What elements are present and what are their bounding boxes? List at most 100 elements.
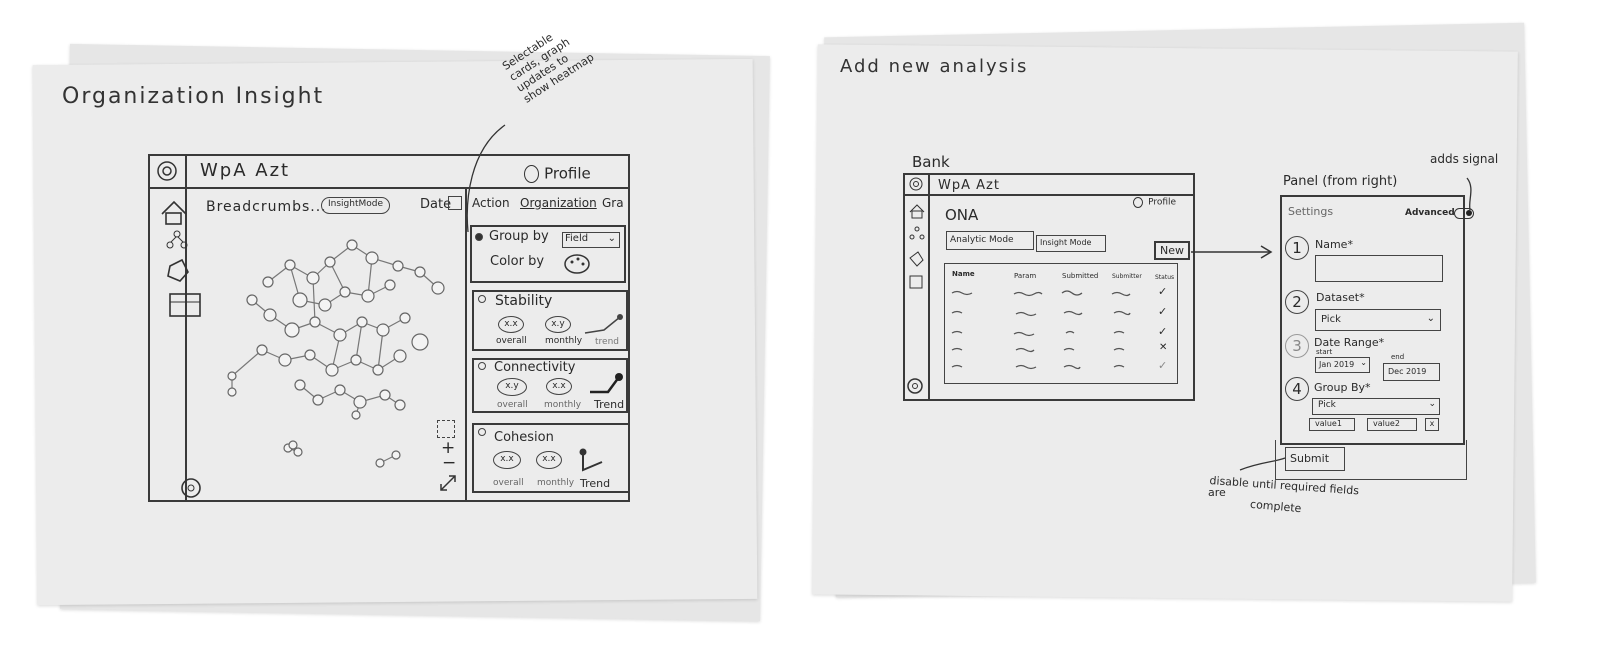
panel-icon bbox=[169, 293, 201, 317]
insight-mode-button[interactable]: InsightMode bbox=[321, 197, 391, 214]
step-number: 3 bbox=[1285, 334, 1309, 358]
analytic-mode-tab[interactable]: Analytic Mode bbox=[946, 231, 1034, 250]
end-label: end bbox=[1391, 353, 1405, 361]
dataset-value: Pick bbox=[1321, 314, 1341, 325]
settings-title: Settings bbox=[1288, 205, 1334, 218]
new-label: New bbox=[1160, 244, 1184, 257]
status-cell: ✓ bbox=[1158, 325, 1168, 338]
column-header-param[interactable]: Param bbox=[1014, 272, 1037, 280]
start-label: start bbox=[1316, 348, 1333, 356]
value-chip[interactable]: value1 bbox=[1309, 418, 1355, 431]
connectivity-card[interactable] bbox=[472, 358, 628, 413]
profile-label: Profile bbox=[1148, 197, 1177, 208]
monthly-value: x.y bbox=[545, 316, 571, 333]
submit-button[interactable]: Submit bbox=[1285, 447, 1345, 471]
tag-icon bbox=[909, 251, 924, 267]
zoom-in-button[interactable]: + bbox=[441, 438, 456, 458]
end-date-value: Dec 2019 bbox=[1388, 367, 1427, 376]
date-picker-icon[interactable] bbox=[448, 196, 462, 210]
step-number: 2 bbox=[1285, 290, 1309, 314]
tab-action[interactable]: Action bbox=[472, 196, 510, 210]
card-title: Connectivity bbox=[494, 360, 576, 375]
left-profile-button[interactable]: Profile bbox=[524, 163, 591, 183]
clear-chips-button[interactable]: x bbox=[1425, 418, 1439, 431]
trend-label: Trend bbox=[594, 398, 625, 411]
color-by-label: Color by bbox=[490, 254, 545, 269]
column-header-name[interactable]: Name bbox=[952, 270, 975, 278]
column-header-submitter[interactable]: Submitter bbox=[1112, 273, 1142, 280]
monthly-value: x.x bbox=[546, 378, 572, 395]
group-by-select[interactable]: Field ⌄ bbox=[562, 232, 620, 248]
spiral-logo-icon bbox=[909, 177, 923, 191]
card-radio[interactable] bbox=[478, 295, 486, 303]
stability-card[interactable] bbox=[472, 290, 628, 351]
dataset-select[interactable]: Pick ⌄ bbox=[1315, 309, 1441, 331]
monthly-label: monthly bbox=[544, 400, 582, 410]
home-icon bbox=[909, 204, 925, 219]
left-app-window bbox=[148, 154, 630, 502]
overall-value: x.x bbox=[493, 451, 521, 469]
status-cell: ✕ bbox=[1159, 342, 1168, 353]
start-date-value: Jan 2019 bbox=[1319, 360, 1355, 369]
name-field[interactable] bbox=[1315, 255, 1443, 282]
analytic-mode-label: Analytic Mode bbox=[950, 235, 1014, 245]
column-header-submitted[interactable]: Submitted bbox=[1062, 272, 1099, 280]
profile-icon bbox=[1133, 197, 1143, 208]
card-title: Stability bbox=[495, 293, 553, 309]
step-number: 1 bbox=[1285, 236, 1309, 260]
page-heading: ONA bbox=[945, 206, 979, 224]
selection-box-icon[interactable] bbox=[437, 420, 455, 438]
network-icon bbox=[909, 226, 925, 240]
card-title: Cohesion bbox=[494, 430, 554, 445]
card-radio[interactable] bbox=[478, 428, 486, 436]
panel-label: Panel (from right) bbox=[1283, 174, 1398, 189]
status-cell: ✓ bbox=[1158, 359, 1168, 372]
chevron-down-icon: ⌄ bbox=[1428, 399, 1436, 409]
analysis-table bbox=[944, 263, 1178, 384]
monthly-value: x.x bbox=[536, 451, 562, 469]
status-cell: ✓ bbox=[1158, 285, 1168, 298]
group-color-card[interactable] bbox=[470, 225, 626, 283]
card-radio[interactable] bbox=[475, 233, 483, 241]
right-profile-button[interactable]: Profile bbox=[1133, 192, 1176, 211]
overall-label: overall bbox=[496, 336, 527, 346]
cohesion-card[interactable] bbox=[472, 423, 630, 493]
end-date-select[interactable]: Dec 2019 bbox=[1383, 363, 1440, 381]
chip-label: value2 bbox=[1373, 419, 1400, 428]
group-by-select[interactable]: Pick ⌄ bbox=[1312, 398, 1440, 415]
trend-label: trend bbox=[595, 337, 619, 347]
profile-icon bbox=[524, 164, 539, 183]
tab-graph[interactable]: Gra bbox=[602, 196, 624, 210]
column-header-status[interactable]: Status bbox=[1155, 274, 1175, 281]
chevron-down-icon: ⌄ bbox=[607, 233, 616, 244]
settings-gear-icon bbox=[907, 378, 923, 394]
new-button[interactable]: New bbox=[1154, 241, 1190, 260]
tab-organization[interactable]: Organization bbox=[520, 196, 597, 210]
left-app-name: WpA Azt bbox=[200, 160, 291, 181]
submit-label: Submit bbox=[1290, 452, 1330, 465]
advanced-toggle[interactable] bbox=[1454, 208, 1474, 219]
panel-footer bbox=[1275, 440, 1467, 480]
group-by-value: Pick bbox=[1318, 400, 1336, 410]
value-chip[interactable]: value2 bbox=[1367, 418, 1417, 431]
breadcrumb[interactable]: Breadcrumbs... bbox=[206, 199, 327, 215]
bank-label: Bank bbox=[912, 153, 950, 171]
card-radio[interactable] bbox=[478, 362, 486, 370]
dataset-field-label: Dataset* bbox=[1316, 291, 1365, 304]
date-range-label: Date Range* bbox=[1314, 336, 1385, 349]
start-date-select[interactable]: Jan 2019 ⌄ bbox=[1315, 357, 1370, 373]
insight-mode-tab[interactable]: Insight Mode bbox=[1036, 235, 1106, 252]
date-label[interactable]: Date bbox=[420, 197, 452, 212]
right-app-window bbox=[903, 173, 1195, 401]
zoom-out-button[interactable]: − bbox=[442, 453, 457, 473]
right-page-title: Add new analysis bbox=[840, 56, 1029, 77]
step-number: 4 bbox=[1285, 377, 1309, 401]
